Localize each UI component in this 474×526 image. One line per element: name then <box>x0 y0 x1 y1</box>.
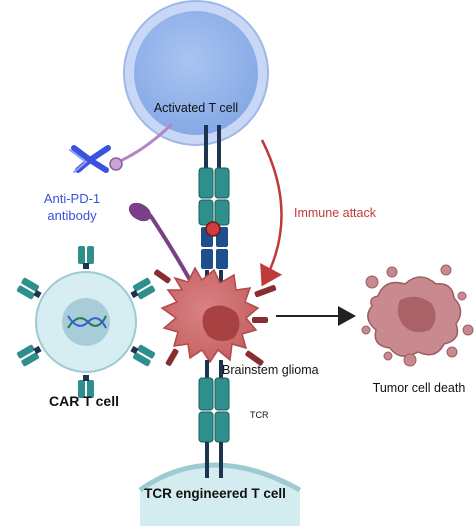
activated-t-cell <box>123 0 269 146</box>
mhc-receptor <box>201 221 228 286</box>
immune-attack-label: Immune attack <box>294 206 377 220</box>
tumor-cell-death-label: Tumor cell death <box>373 381 466 395</box>
top-receptor <box>198 125 230 226</box>
tumor-cell-death <box>361 264 474 367</box>
tcr-label: TCR <box>250 410 269 420</box>
immune-attack-arrow-icon <box>260 139 283 287</box>
antibody-icon <box>69 145 111 173</box>
bottom-tcr-receptor <box>198 360 230 478</box>
anti-pd1-label-line1: Anti-PD-1 <box>44 191 100 206</box>
brainstem-glioma-cell <box>154 266 277 366</box>
tcr-engineered-t-cell-label: TCR engineered T cell <box>144 486 286 501</box>
dna-icon <box>67 315 107 329</box>
car-receptors <box>16 246 156 398</box>
pdl1-ligand <box>128 202 192 281</box>
tcr-engineered-t-cell <box>138 462 302 526</box>
car-t-cell-label: CAR T cell <box>49 393 119 409</box>
pd1-receptor <box>109 122 174 171</box>
anti-pd1-label-line2: antibody <box>47 208 97 223</box>
car-t-cell <box>35 271 137 373</box>
brainstem-glioma-label: Brainstem glioma <box>222 363 319 377</box>
activated-t-cell-label: Activated T cell <box>154 101 238 115</box>
